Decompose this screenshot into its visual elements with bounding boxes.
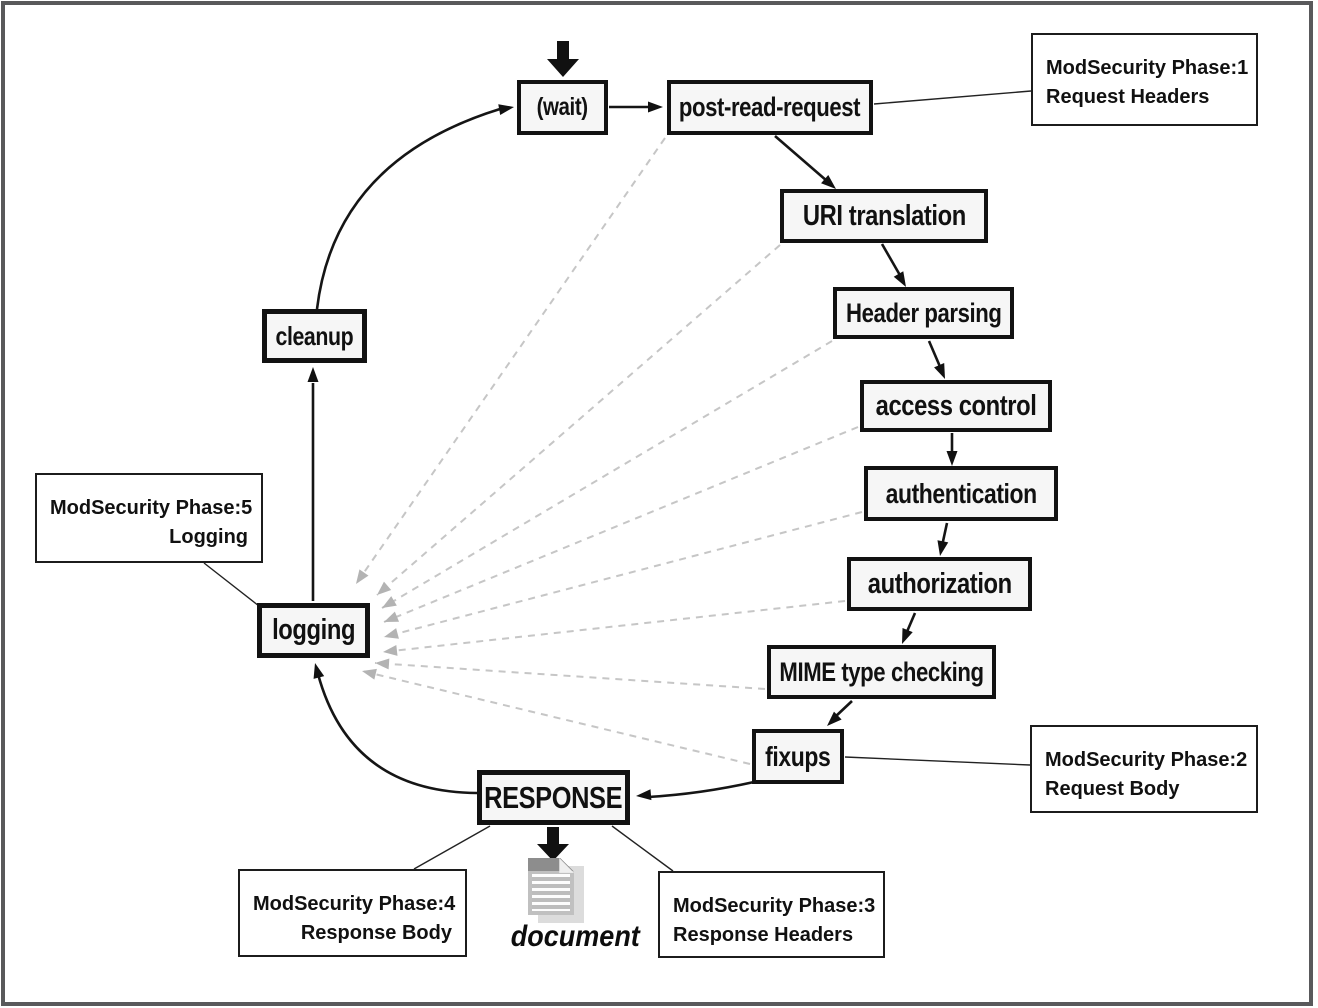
node-uri-translation: URI translation	[780, 189, 988, 243]
node-fixups: fixups	[752, 729, 844, 784]
dashed-arrow-mime-type-checking-to-logging	[374, 658, 766, 690]
node-uri-translation-label: URI translation	[802, 199, 966, 232]
node-mime-type-checking-label: MIME type checking	[779, 656, 984, 687]
node-cleanup-label: cleanup	[275, 320, 354, 351]
arrow-uri-translation-to-header-parsing	[880, 243, 906, 287]
callout-phase4-line1: ModSecurity Phase:4	[253, 893, 456, 915]
node-header-parsing: Header parsing	[833, 287, 1014, 339]
node-post-read-request: post-read-request	[667, 80, 873, 135]
callout-line-phase3	[611, 825, 674, 872]
document-icon: document	[511, 858, 640, 958]
node-logging: logging	[257, 603, 370, 658]
arrow-logging-to-cleanup	[307, 367, 319, 601]
callout-phase1: ModSecurity Phase:1 Request Headers	[1031, 33, 1258, 126]
dashed-arrow-post-read-to-logging	[355, 137, 666, 585]
callout-phase1-line2: Request Headers	[1046, 86, 1210, 108]
document-icon-page	[528, 858, 574, 915]
node-authentication: authentication	[864, 466, 1058, 521]
document-icon-label: document	[510, 920, 640, 953]
node-post-read-request-label: post-read-request	[679, 92, 861, 122]
dashed-arrow-authorization-to-logging	[382, 600, 846, 656]
callout-phase5-line1: ModSecurity Phase:5	[50, 497, 253, 519]
arrow-header-parsing-to-access-control	[927, 340, 945, 379]
callout-phase2-line1: ModSecurity Phase:2	[1045, 749, 1248, 771]
callout-line-phase2	[844, 756, 1031, 766]
callout-phase3-line1: ModSecurity Phase:3	[673, 895, 876, 917]
callout-phase3: ModSecurity Phase:3 Response Headers	[658, 871, 885, 958]
arrow-response-to-logging	[313, 663, 478, 795]
callout-line-phase4	[413, 825, 491, 870]
callout-phase5-line2: Logging	[169, 526, 248, 548]
callout-phase4-line2: Response Body	[300, 922, 452, 944]
entry-arrow	[547, 41, 579, 77]
node-logging-label: logging	[272, 614, 355, 646]
arrow-cleanup-to-wait	[315, 104, 514, 310]
node-header-parsing-label: Header parsing	[845, 297, 1002, 328]
document-icon-text-lines	[532, 874, 570, 911]
node-mime-type-checking: MIME type checking	[767, 645, 996, 699]
dashed-arrow-access-control-to-logging	[383, 426, 859, 623]
node-access-control-label: access control	[875, 389, 1037, 422]
arrow-fixups-to-response	[636, 780, 755, 801]
callout-phase3-line2: Response Headers	[673, 924, 854, 946]
node-wait-label: (wait)	[536, 93, 589, 121]
node-authentication-label: authentication	[885, 477, 1037, 509]
arrow-authentication-to-authorization	[937, 522, 949, 556]
dashed-arrow-fixups-to-logging	[361, 668, 751, 765]
node-authorization-label: authorization	[867, 567, 1012, 600]
callout-phase5: ModSecurity Phase:5 Logging	[35, 473, 263, 563]
node-response: RESPONSE	[477, 770, 630, 825]
arrow-post-read-request-to-uri-translation	[774, 135, 836, 189]
dashed-arrow-uri-translation-to-logging	[376, 244, 781, 596]
node-response-label: RESPONSE	[484, 779, 623, 815]
callout-phase2: ModSecurity Phase:2 Request Body	[1030, 725, 1258, 813]
dashed-arrow-authentication-to-logging	[383, 511, 863, 639]
arrow-mime-type-checking-to-fixups	[827, 700, 853, 726]
callout-phase1-line1: ModSecurity Phase:1	[1046, 57, 1249, 79]
node-fixups-label: fixups	[765, 740, 831, 772]
node-authorization: authorization	[847, 557, 1032, 611]
arrow-response-to-document	[537, 827, 569, 861]
node-access-control: access control	[860, 380, 1052, 432]
arrow-authorization-to-mime-type-checking	[902, 612, 917, 644]
dashed-arrow-header-parsing-to-logging	[381, 340, 833, 609]
callout-line-phase1	[873, 90, 1032, 105]
arrow-wait-to-post-read-request	[609, 101, 663, 113]
callout-line-phase5	[203, 562, 260, 607]
node-wait: (wait)	[517, 80, 608, 135]
arrow-access-control-to-authentication	[946, 433, 958, 466]
callout-phase4: ModSecurity Phase:4 Response Body	[238, 869, 467, 957]
node-cleanup: cleanup	[262, 309, 367, 363]
callout-phase2-line2: Request Body	[1045, 778, 1180, 800]
